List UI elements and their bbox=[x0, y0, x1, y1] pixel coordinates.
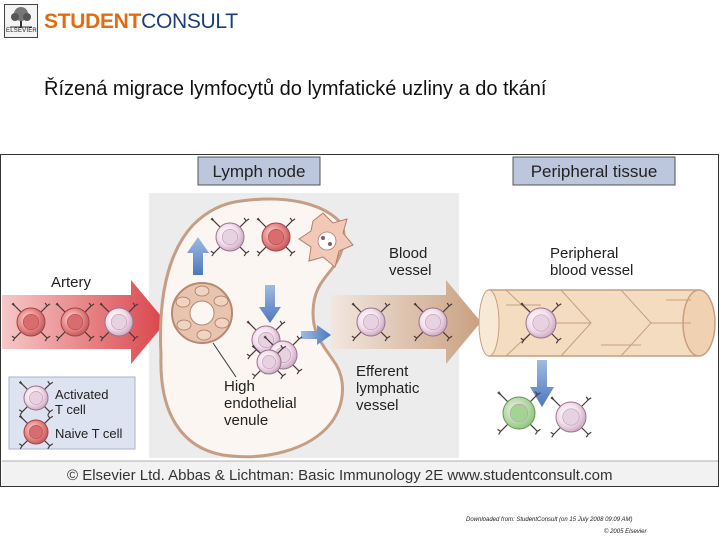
lymph-node-header: Lymph node bbox=[213, 162, 306, 181]
peripheral-tissue-header-box bbox=[512, 156, 676, 186]
artery-naive-cell-1 bbox=[11, 302, 51, 342]
lymph-node-header-box bbox=[197, 156, 321, 186]
peripheral-blood-vessel bbox=[478, 289, 716, 357]
legend-naive-cell bbox=[18, 414, 54, 450]
brand-consult: CONSULT bbox=[141, 10, 238, 33]
peripheral-activated-cell bbox=[520, 302, 562, 344]
student-consult-logo: ELSEVIER STUDENTCONSULT bbox=[4, 4, 244, 38]
hev-label-line2: endothelial bbox=[224, 395, 297, 412]
blood-vessel-arrow bbox=[331, 280, 481, 364]
figure-credit: © Elsevier Ltd. Abbas & Lichtman: Basic … bbox=[67, 467, 612, 484]
tissue-activated-cell bbox=[550, 396, 592, 438]
artery-label: Artery bbox=[51, 274, 92, 291]
credit-strip bbox=[2, 461, 718, 486]
node-down-arrow bbox=[259, 285, 281, 323]
legend-activated-cell bbox=[18, 380, 54, 416]
node-naive-cell-upper bbox=[256, 217, 296, 257]
peripheral-vessel-label-line1: Peripheral bbox=[550, 245, 618, 262]
peripheral-vessel-label-line2: blood vessel bbox=[550, 262, 633, 279]
cells-layer bbox=[11, 217, 592, 450]
artery-activated-cell bbox=[99, 302, 139, 342]
elsevier-label: ELSEVIER bbox=[6, 28, 37, 34]
artery-naive-cell-2 bbox=[55, 302, 95, 342]
efferent-label-line2: lymphatic bbox=[356, 380, 420, 397]
brand-student: STUDENT bbox=[44, 10, 142, 33]
blood-vessel-label-line1: Blood bbox=[389, 245, 427, 262]
dendritic-cell bbox=[298, 212, 354, 268]
hev-up-arrow bbox=[187, 237, 209, 275]
blood-vessel-label-line2: vessel bbox=[389, 262, 432, 279]
legend-activated-line2: T cell bbox=[55, 402, 86, 417]
copyright-note: © 2005 Elsevier bbox=[604, 529, 647, 535]
peripheral-tissue-header: Peripheral tissue bbox=[531, 162, 658, 181]
brand-name: STUDENTCONSULT bbox=[44, 10, 238, 34]
high-endothelial-venule bbox=[171, 282, 233, 344]
legend-activated-line1: Activated bbox=[55, 387, 108, 402]
hev-pointer-line bbox=[212, 342, 237, 378]
lymphocyte-migration-figure: Lymph node Peripheral tissue Artery Bloo… bbox=[0, 154, 719, 487]
vessel-activated-cell-2 bbox=[413, 302, 453, 342]
hev-label-line3: venule bbox=[224, 412, 268, 429]
node-activated-cell-3 bbox=[251, 344, 287, 380]
hev-label-line1: High bbox=[224, 378, 255, 395]
efferent-arrow bbox=[301, 325, 331, 345]
legend-naive: Naive T cell bbox=[55, 426, 123, 441]
elsevier-tree-icon bbox=[4, 4, 38, 38]
efferent-label-line3: vessel bbox=[356, 397, 399, 414]
tissue-target-cell bbox=[497, 391, 541, 435]
download-note: Downloaded from: StudentConsult (on 15 J… bbox=[466, 517, 633, 523]
efferent-label-line1: Efferent bbox=[356, 363, 409, 380]
vessel-activated-cell-1 bbox=[351, 302, 391, 342]
node-activated-cell-upper bbox=[210, 217, 250, 257]
slide-title: Řízená migrace lymfocytů do lymfatické u… bbox=[44, 78, 547, 100]
